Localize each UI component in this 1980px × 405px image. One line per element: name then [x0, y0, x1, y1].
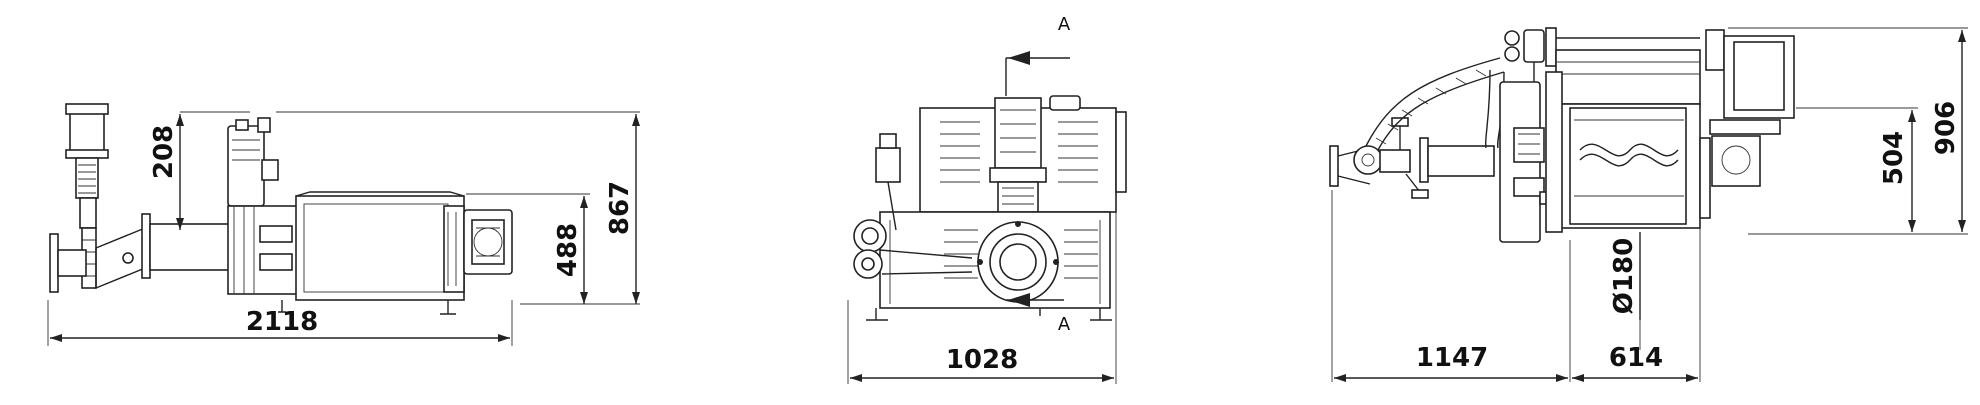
dim-diameter-180: Ø180 — [1609, 238, 1639, 314]
valve-actuator — [65, 103, 109, 289]
right-inlet — [1329, 117, 1495, 199]
inlet-pipe — [49, 213, 231, 293]
dim-length-614: 614 — [1609, 343, 1663, 373]
front-column — [989, 97, 1047, 213]
right-dimension-lines — [1331, 27, 1968, 382]
front-view: A A 1028 — [847, 14, 1127, 384]
section-a-label-bottom: A — [1058, 314, 1071, 335]
right-valve-cluster — [1504, 27, 1557, 82]
dim-length-2118: 2118 — [246, 307, 318, 337]
main-housing — [227, 191, 465, 301]
drive-unit — [463, 209, 513, 275]
dim-height-488: 488 — [553, 223, 583, 277]
dim-height-906: 906 — [1931, 101, 1961, 155]
dim-height-208: 208 — [149, 125, 179, 179]
left-side-view: 2118 208 867 488 — [47, 103, 640, 346]
right-side-view: 1147 614 906 504 Ø180 — [1329, 27, 1968, 382]
outlet-flange — [977, 221, 1059, 303]
dim-width-1028: 1028 — [946, 345, 1018, 375]
section-a-label-top: A — [1058, 14, 1071, 35]
right-side-panel — [1499, 81, 1553, 243]
control-box — [227, 117, 279, 207]
section-a-marker — [1005, 51, 1070, 307]
dim-length-1147: 1147 — [1416, 343, 1488, 373]
right-main-body — [1545, 37, 1701, 233]
right-motor — [1699, 29, 1795, 219]
front-dimension-lines — [847, 212, 1117, 384]
dim-height-867: 867 — [605, 181, 635, 235]
front-pipework — [853, 133, 973, 279]
dim-height-504: 504 — [1879, 131, 1909, 185]
left-dimension-lines — [47, 111, 640, 346]
front-feet — [866, 308, 1112, 321]
right-hose — [1365, 57, 1505, 151]
support-feet — [278, 300, 456, 315]
